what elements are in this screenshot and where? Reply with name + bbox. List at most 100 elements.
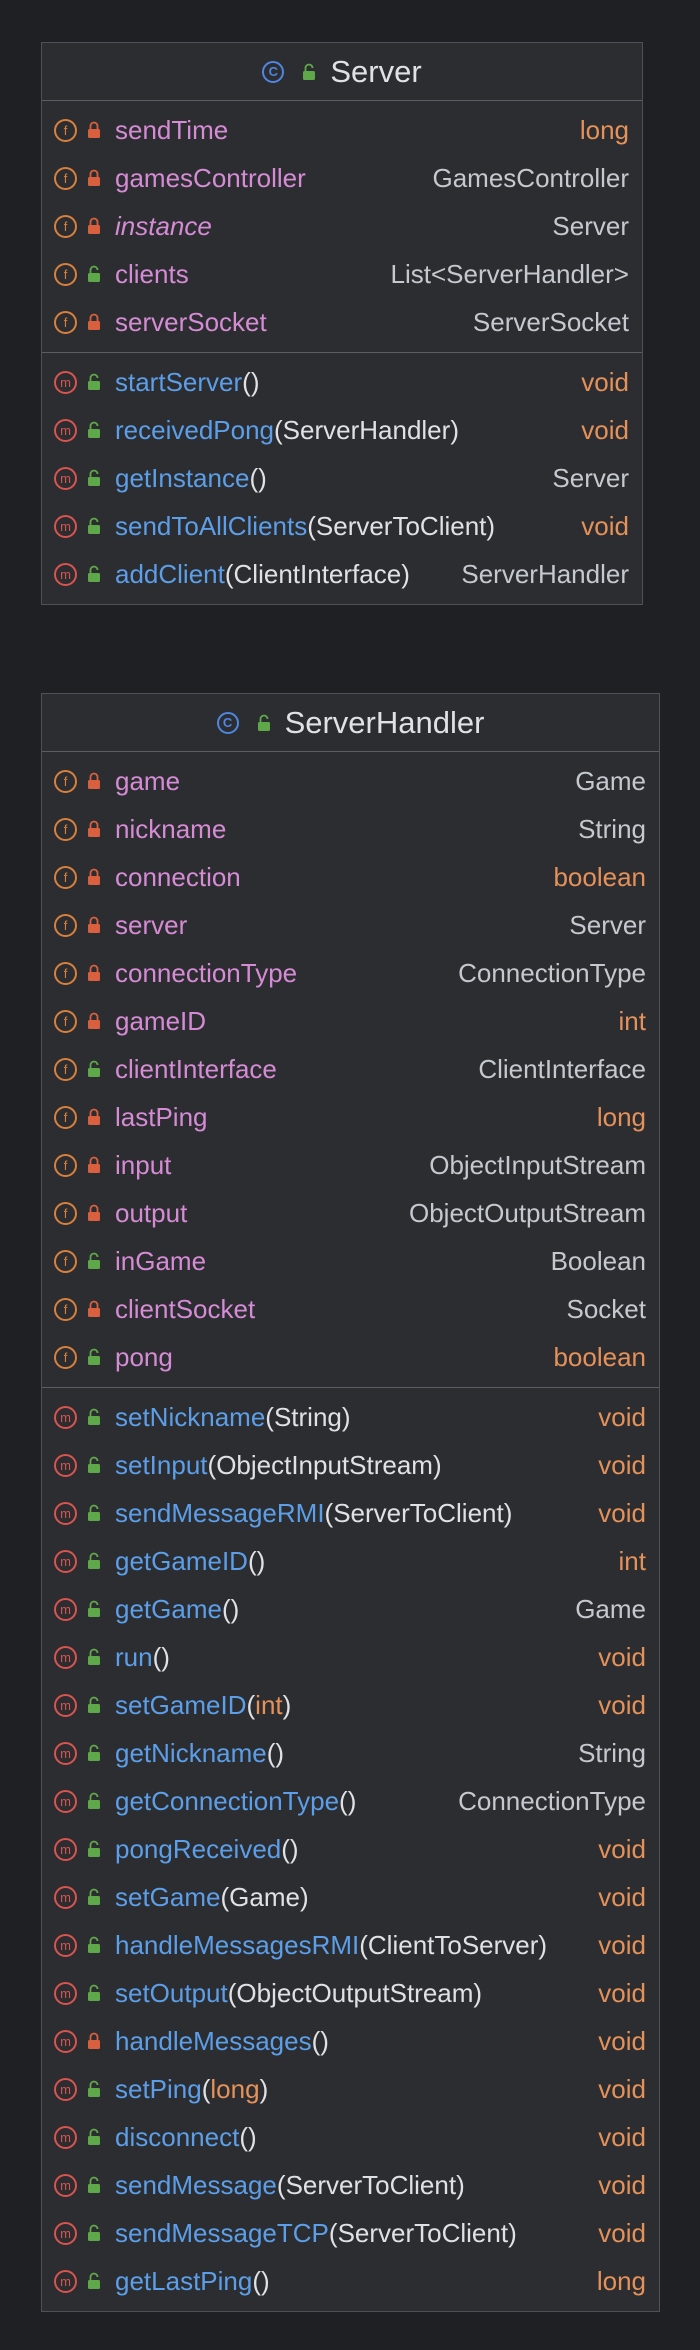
method-name: getGame [115,1593,222,1624]
method-return-type: void [598,1977,646,2008]
method-name: getNickname [115,1737,267,1768]
open-paren: ( [152,1641,162,1672]
method-name: addClient [115,558,225,589]
class-icon: C [216,711,239,734]
method-signature: setGame(Game) [115,1882,309,1913]
private-lock-icon [88,121,100,138]
method-signature: sendMessage(ServerToClient) [115,2170,465,2201]
close-paren: ) [341,1401,351,1432]
field-signature: nickname [115,814,226,845]
method-signature: disconnect() [115,2122,257,2153]
public-unlock-icon [88,1744,100,1761]
field-name: gameID [115,1005,207,1036]
field-signature: server [115,910,187,941]
field-type: ObjectOutputStream [409,1197,646,1228]
method-name: setNickname [115,1401,266,1432]
field-type: int [618,1005,646,1036]
field-type: String [578,813,646,844]
method-signature: setNickname(String) [115,1402,351,1433]
close-paren: ) [538,1929,548,1960]
method-name: setGameID [115,1689,247,1720]
open-paren: ( [339,1785,348,1816]
method-icon: m [54,1405,77,1429]
public-unlock-icon [88,1252,100,1269]
class-name: ServerHandler [284,704,485,740]
field-type: Server [569,909,646,940]
close-paren: ) [299,1881,309,1912]
method-return-type: void [598,1497,646,1528]
public-unlock-icon [88,1456,100,1473]
close-paren: ) [275,1737,285,1768]
field-type: Game [575,765,646,796]
open-paren: ( [274,414,283,445]
private-lock-icon [88,964,100,981]
field-type: ConnectionType [458,957,646,988]
public-unlock-icon [88,373,100,390]
field-signature: lastPing [115,1102,208,1133]
field-signature: serverSocket [115,307,267,338]
close-paren: ) [456,2169,465,2200]
method-return-type: void [598,2073,646,2104]
field-signature: pong [115,1342,173,1373]
field-icon: f [54,1201,77,1225]
close-paren: ) [320,2025,329,2056]
field-type: Boolean [550,1245,646,1276]
field-icon: f [54,310,77,334]
field-icon: f [54,1249,77,1273]
method-return-type: void [598,1641,646,1672]
method-signature: setOutput(ObjectOutputStream) [115,1978,482,2009]
open-paren: ( [266,1737,276,1768]
field-signature: clientSocket [115,1294,255,1325]
method-param: ServerHandler [282,414,451,445]
field-name: clientSocket [115,1293,256,1324]
method-param: ClientToServer [367,1929,539,1960]
open-paren: ( [252,2265,261,2296]
close-paren: ) [503,1497,513,1528]
method-name: setInput [115,1449,208,1480]
